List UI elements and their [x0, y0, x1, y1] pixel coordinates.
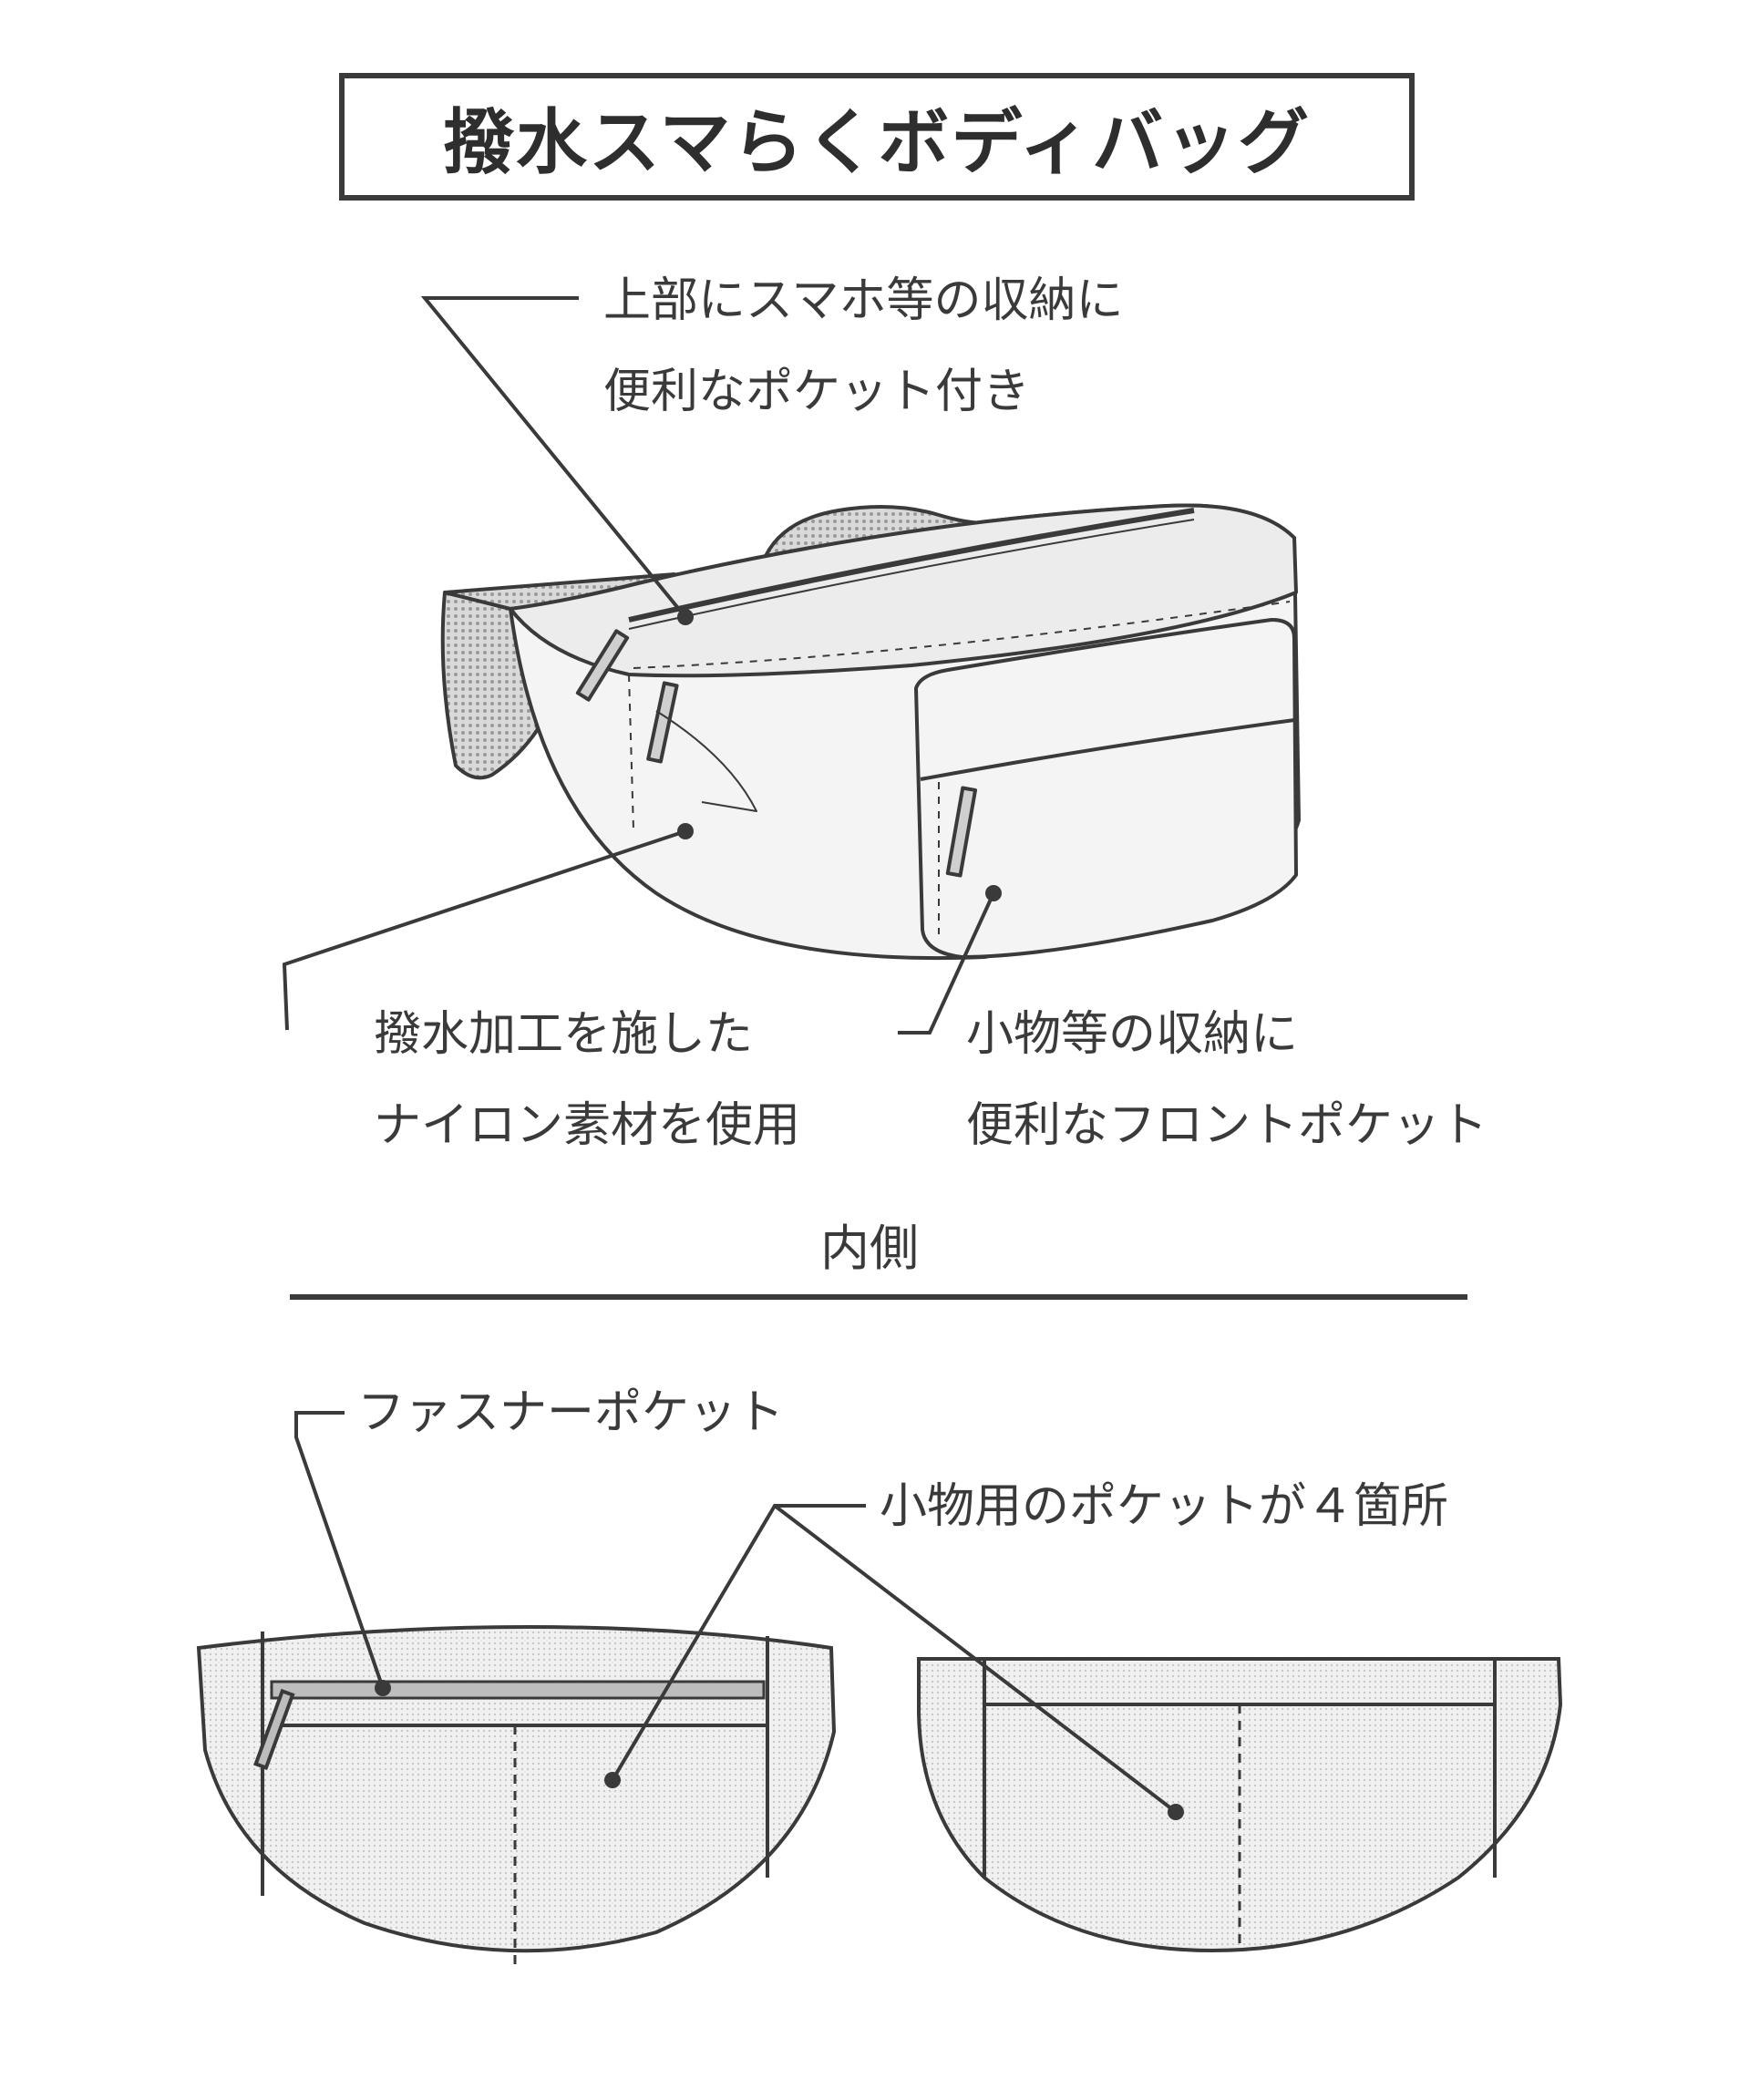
callout-top-pocket: 上部にスマホ等の収納に 便利なポケット付き [603, 255, 1123, 438]
page-title: 撥水スマらくボディバッグ [442, 102, 1312, 184]
zipper-pull-2 [646, 681, 679, 764]
top-panel [509, 503, 1298, 678]
callout-line: 便利なフロントポケット [966, 1098, 1488, 1153]
callout-line: 小物等の収納に [966, 1007, 1299, 1062]
callout-dot [604, 1772, 621, 1788]
title-box: 撥水スマらくボディバッグ [339, 73, 1415, 201]
callout-dot [677, 823, 694, 839]
top-zipper [628, 508, 1195, 623]
front-pocket [914, 618, 1298, 959]
bag-illustration [440, 503, 1301, 961]
callout-material: 撥水加工を施した ナイロン素材を使用 [374, 989, 800, 1171]
callout-dot [677, 609, 694, 625]
leader-lines [282, 296, 995, 1035]
callout-line: 撥水加工を施した [374, 1007, 754, 1062]
callout-dot [375, 1680, 391, 1696]
inside-panel-right [917, 1657, 1563, 1953]
zipper-pull-3 [945, 786, 978, 878]
zipper-track [270, 1680, 766, 1700]
callout-dot [985, 885, 1002, 901]
section-label: 内側 [820, 1220, 919, 1277]
callout-line: ナイロン素材を使用 [374, 1098, 801, 1153]
callout-small-pockets: 小物用のポケットが４箇所 [880, 1479, 1449, 1534]
callout-zipper-pocket: ファスナーポケット [357, 1385, 785, 1440]
zipper-pull-1 [575, 629, 630, 702]
callout-line: 便利なポケット付き [603, 365, 1031, 419]
zipper-pull-inside [253, 1688, 295, 1771]
inside-panel-left [196, 1624, 837, 1969]
callout-dot [1168, 1804, 1184, 1820]
callout-line: 上部にスマホ等の収納に [603, 273, 1124, 328]
callout-front-pocket: 小物等の収納に 便利なフロントポケット [966, 989, 1488, 1171]
